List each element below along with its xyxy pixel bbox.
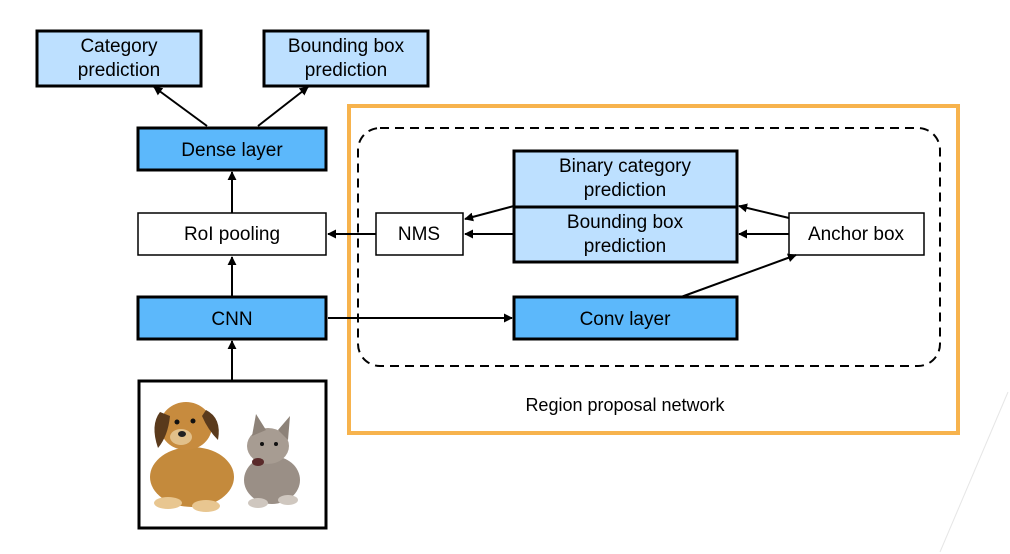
puppy-illustration bbox=[150, 402, 234, 512]
anchor-box-label: Anchor box bbox=[808, 224, 905, 245]
rpn-bounding-box-prediction-box: Bounding box prediction bbox=[512, 205, 739, 264]
input-image bbox=[137, 379, 328, 530]
arrow-dense-to-category bbox=[153, 86, 208, 127]
anchor-box-box: Anchor box bbox=[788, 212, 925, 256]
category-prediction-box: Category prediction bbox=[35, 29, 203, 88]
arrow-binary-to-nms bbox=[464, 205, 515, 222]
cnn-box: CNN bbox=[136, 295, 328, 341]
arrow-dense-to-bbox bbox=[257, 86, 309, 127]
region-proposal-network-label: Region proposal network bbox=[525, 395, 725, 415]
arrow-anchor-to-binary bbox=[738, 203, 790, 219]
dense-layer-label: Dense layer bbox=[181, 140, 283, 161]
binary-category-prediction-box: Binary category prediction bbox=[512, 149, 739, 209]
nms-label: NMS bbox=[398, 224, 440, 245]
conv-layer-box: Conv layer bbox=[512, 295, 739, 341]
nms-box: NMS bbox=[375, 212, 464, 256]
rpn-dashed-frame bbox=[357, 127, 941, 367]
arrow-conv-to-anchor bbox=[680, 253, 797, 298]
category-prediction-line2: prediction bbox=[78, 60, 160, 81]
kitten-illustration bbox=[244, 414, 300, 508]
category-prediction-line1: Category bbox=[80, 36, 158, 57]
conv-layer-label: Conv layer bbox=[580, 309, 671, 330]
bounding-box-prediction-box: Bounding box prediction bbox=[262, 29, 430, 88]
rpn-bounding-box-prediction-line2: prediction bbox=[584, 236, 666, 257]
roi-pooling-box: RoI pooling bbox=[137, 212, 327, 256]
arrows bbox=[153, 86, 797, 380]
binary-category-prediction-line1: Binary category bbox=[559, 156, 692, 177]
binary-category-prediction-line2: prediction bbox=[584, 180, 666, 201]
roi-pooling-label: RoI pooling bbox=[184, 224, 280, 245]
cnn-label: CNN bbox=[211, 309, 252, 330]
bounding-box-prediction-line2: prediction bbox=[305, 60, 387, 81]
region-proposal-network-frame bbox=[347, 104, 960, 435]
rpn-bounding-box-prediction-line1: Bounding box bbox=[567, 212, 684, 233]
bounding-box-prediction-line1: Bounding box bbox=[288, 36, 405, 57]
decorative-diagonal-line bbox=[939, 391, 1009, 553]
dense-layer-box: Dense layer bbox=[136, 126, 328, 172]
